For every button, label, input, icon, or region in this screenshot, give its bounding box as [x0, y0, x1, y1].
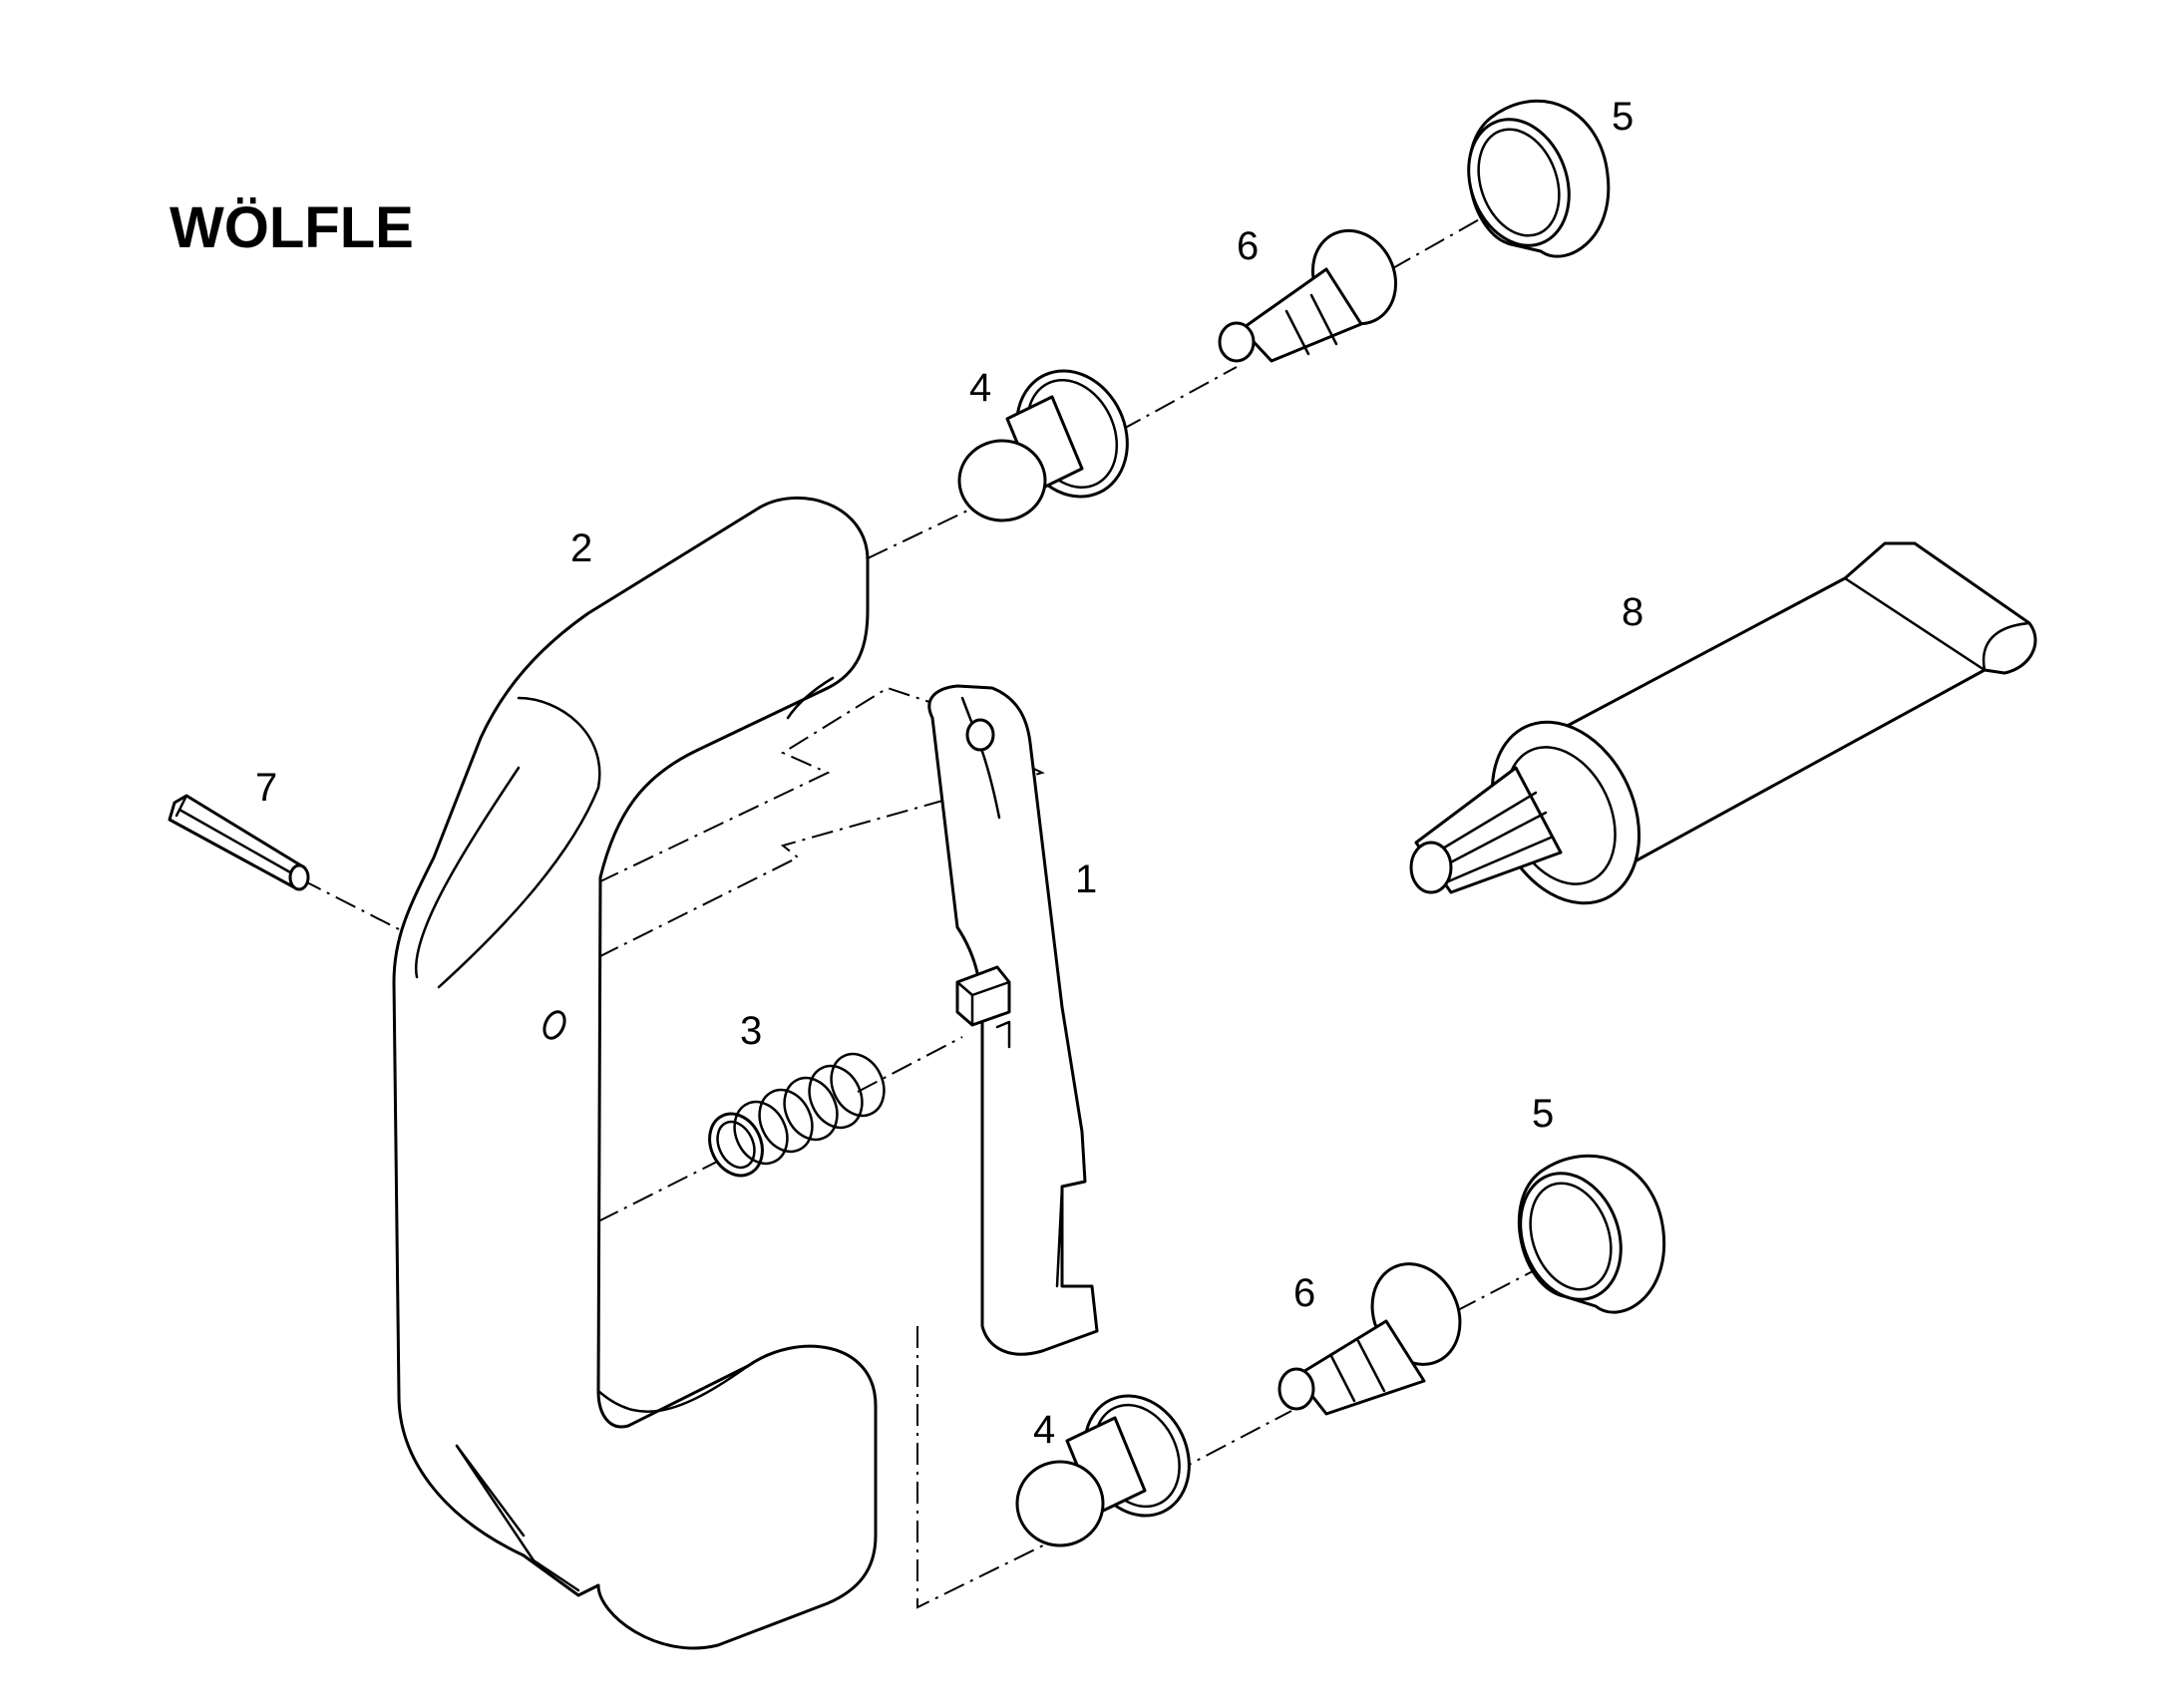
part-labels: 1 2 3 4 4 5 5 6 6 7 8 [255, 95, 1643, 1452]
diagram-title: WÖLFLE [170, 195, 414, 260]
part-4-pin-top [957, 369, 1129, 522]
label-part-3: 3 [740, 1009, 762, 1053]
part-7-hex-pin [168, 794, 310, 891]
label-part-6-bottom: 6 [1293, 1271, 1315, 1315]
label-part-6-top: 6 [1237, 224, 1259, 268]
label-part-1: 1 [1075, 857, 1097, 901]
label-part-4-bottom: 4 [1033, 1408, 1055, 1452]
part-1-latch-lever [927, 684, 1099, 1356]
label-part-4-top: 4 [969, 366, 991, 410]
part-5-ring-top [1467, 99, 1611, 258]
part-6-bushing-bottom [1277, 1262, 1462, 1416]
label-part-7: 7 [255, 766, 277, 810]
part-4-pin-bottom [1015, 1394, 1191, 1547]
part-5-ring-bottom [1517, 1154, 1666, 1314]
part-8-grease-tube [1409, 541, 2037, 905]
label-part-5-bottom: 5 [1532, 1092, 1554, 1136]
part-3-coil-spring [708, 1052, 886, 1178]
part-6-bushing-top [1218, 228, 1398, 363]
label-part-5-top: 5 [1612, 95, 1634, 139]
part-2-c-frame [392, 496, 878, 1650]
label-part-8: 8 [1622, 590, 1643, 634]
label-part-2: 2 [570, 526, 592, 570]
